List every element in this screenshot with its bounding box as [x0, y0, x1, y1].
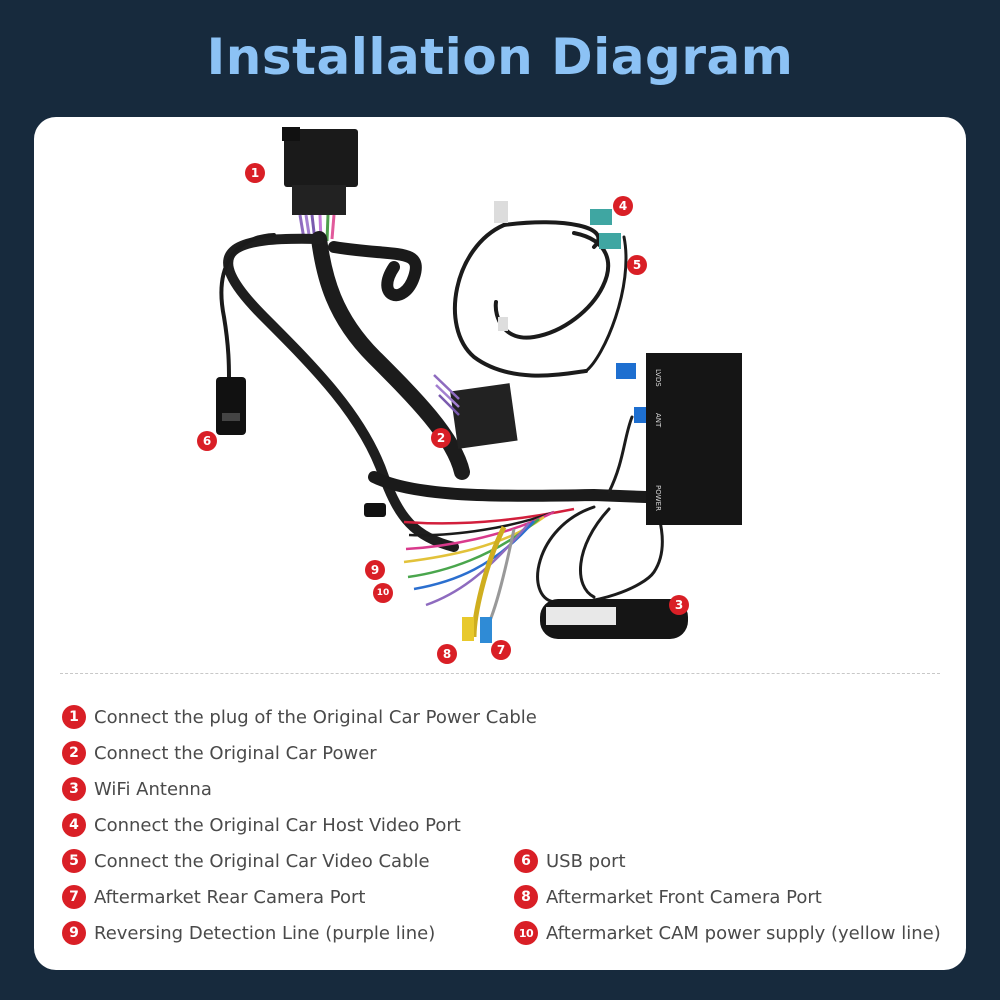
- legend-item-9: 9 Reversing Detection Line (purple line): [62, 920, 435, 946]
- marker-3: 3: [669, 595, 689, 615]
- divider: [60, 673, 940, 674]
- car-power-connector: [433, 374, 518, 449]
- usb-port-connector: [216, 377, 246, 435]
- legend-item-5: 5 Connect the Original Car Video Cable: [62, 848, 430, 874]
- wiring-harness-illustration: LVDS ANT POWER: [216, 127, 742, 643]
- legend-item-1: 1 Connect the plug of the Original Car P…: [62, 704, 537, 730]
- legend-text: Connect the Original Car Video Cable: [94, 850, 430, 872]
- legend-number: 10: [514, 921, 538, 945]
- power-plug-connector: [282, 127, 358, 242]
- legend-number: 3: [62, 777, 86, 801]
- page-title: Installation Diagram: [206, 28, 794, 86]
- fakra-connectors: [494, 201, 648, 423]
- legend-text: Aftermarket CAM power supply (yellow lin…: [546, 922, 941, 944]
- legend-text: Connect the plug of the Original Car Pow…: [94, 706, 537, 728]
- legend-item-2: 2 Connect the Original Car Power: [62, 740, 377, 766]
- marker-9: 9: [365, 560, 385, 580]
- box-label-ant: ANT: [654, 413, 662, 428]
- legend-text: Connect the Original Car Host Video Port: [94, 814, 461, 836]
- marker-8: 8: [437, 644, 457, 664]
- legend-text: Aftermarket Front Camera Port: [546, 886, 822, 908]
- legend-number: 2: [62, 741, 86, 765]
- legend-number: 7: [62, 885, 86, 909]
- legend-text: WiFi Antenna: [94, 778, 212, 800]
- legend-text: Connect the Original Car Power: [94, 742, 377, 764]
- legend-number: 6: [514, 849, 538, 873]
- legend-text: Reversing Detection Line (purple line): [94, 922, 436, 944]
- interface-module-box: LVDS ANT POWER: [646, 353, 742, 525]
- diagram-card: LVDS ANT POWER: [34, 117, 966, 970]
- loose-wires: [403, 507, 575, 638]
- marker-4: 4: [613, 196, 633, 216]
- legend-item-6: 6 USB port: [514, 848, 626, 874]
- legend-text: Aftermarket Rear Camera Port: [94, 886, 366, 908]
- legend-number: 5: [62, 849, 86, 873]
- legend-item-8: 8 Aftermarket Front Camera Port: [514, 884, 822, 910]
- marker-6: 6: [197, 431, 217, 451]
- marker-1: 1: [245, 163, 265, 183]
- box-label-power: POWER: [654, 485, 662, 511]
- legend-number: 1: [62, 705, 86, 729]
- rca-connectors: [462, 617, 492, 643]
- legend-item-7: 7 Aftermarket Rear Camera Port: [62, 884, 365, 910]
- legend-item-3: 3 WiFi Antenna: [62, 776, 212, 802]
- legend-number: 9: [62, 921, 86, 945]
- marker-7: 7: [491, 640, 511, 660]
- box-label-lvds: LVDS: [654, 369, 662, 387]
- legend-item-10: 10 Aftermarket CAM power supply (yellow …: [514, 920, 941, 946]
- marker-2: 2: [431, 428, 451, 448]
- legend-item-4: 4 Connect the Original Car Host Video Po…: [62, 812, 461, 838]
- marker-5: 5: [627, 255, 647, 275]
- wifi-antenna: [540, 599, 688, 639]
- legend-number: 8: [514, 885, 538, 909]
- legend-number: 4: [62, 813, 86, 837]
- marker-10: 10: [373, 583, 393, 603]
- legend-text: USB port: [546, 850, 626, 872]
